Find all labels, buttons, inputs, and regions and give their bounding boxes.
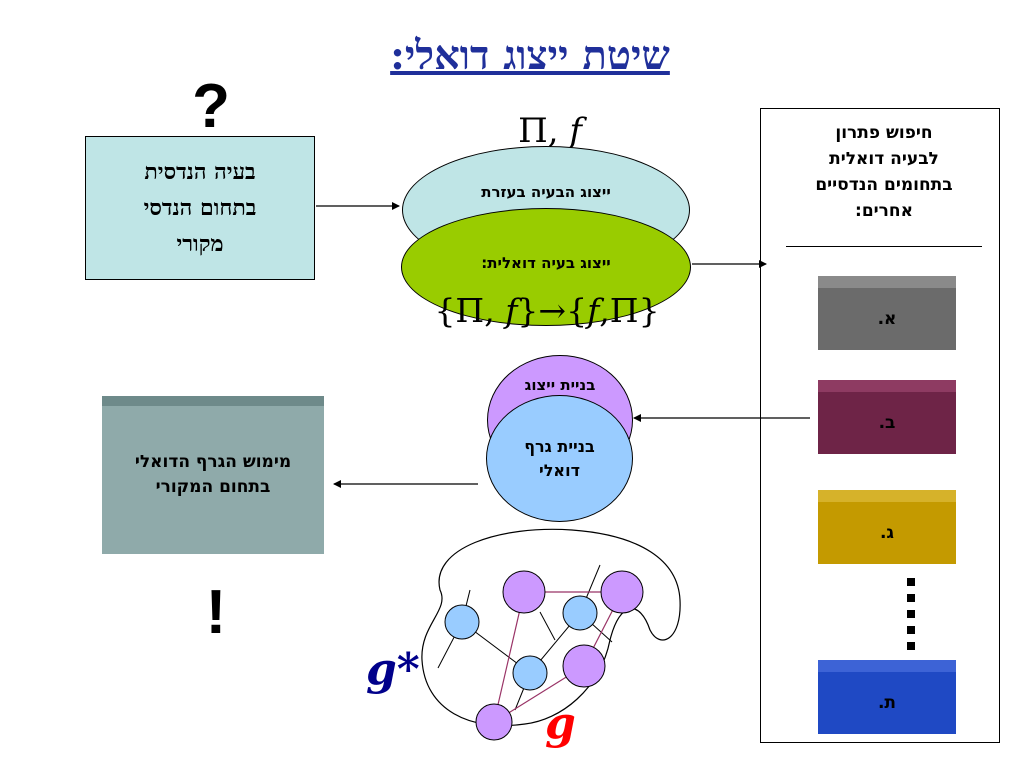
pi-f-label: Π, f xyxy=(505,108,595,154)
dual-implementation-text: מימוש הגרף הדואלי בתחום המקורי xyxy=(134,452,292,497)
dual-node xyxy=(512,655,548,691)
domain-label: ג. xyxy=(879,523,895,543)
dual-node xyxy=(562,595,598,631)
g-star-label: g* xyxy=(366,644,420,695)
build-dual-graph-circle: בניית גרף דואלי xyxy=(486,395,633,522)
question-mark: ? xyxy=(192,72,230,141)
dual-graph-nodes xyxy=(444,595,598,691)
primal-node xyxy=(600,570,644,614)
formula-part: { xyxy=(566,291,588,330)
search-panel xyxy=(760,108,1000,743)
f-symbol: f xyxy=(569,111,582,151)
primal-graph-nodes xyxy=(475,570,644,741)
dual-node xyxy=(444,604,480,640)
formula-part: f xyxy=(505,291,518,330)
primal-node xyxy=(475,703,513,741)
formula-part: {Π, xyxy=(434,291,495,330)
formula-arrow: → xyxy=(538,291,567,330)
domain-block-a: א. xyxy=(818,276,956,350)
box-top-edge xyxy=(102,396,324,406)
page-title: שיטת ייצוג דואלי: xyxy=(390,32,670,79)
primal-node xyxy=(502,570,546,614)
g-label: g xyxy=(545,698,576,749)
primal-node xyxy=(562,644,606,688)
search-panel-title: חיפוש פתרון לבעיה דואלית בתחומים הנדסיים… xyxy=(815,123,953,221)
block-top-edge xyxy=(818,660,956,672)
transform-formula: {Π, f}→{f,Π} xyxy=(392,288,702,334)
domain-block-c: ג. xyxy=(818,490,956,564)
domain-label: א. xyxy=(877,309,897,329)
block-top-edge xyxy=(818,490,956,502)
block-top-edge xyxy=(818,276,956,288)
original-problem-box: בעיה הנדסית בתחום הנדסי מקורי xyxy=(85,136,315,280)
formula-part: } xyxy=(517,291,539,330)
domain-label: ת. xyxy=(877,693,897,713)
exclamation-mark: ! xyxy=(205,578,227,647)
dual-representation-ellipse: ייצוג בעיה דואלית: xyxy=(401,208,691,326)
domain-label: ב. xyxy=(878,413,896,433)
formula-part: f xyxy=(587,291,600,330)
block-top-edge xyxy=(818,380,956,392)
dual-implementation-box: מימוש הגרף הדואלי בתחום המקורי xyxy=(102,396,324,554)
formula-part: ,Π} xyxy=(599,291,660,330)
domain-block-b: ב. xyxy=(818,380,956,454)
ellipsis-dots xyxy=(907,578,915,650)
domain-block-t: ת. xyxy=(818,660,956,734)
pi-symbol: Π, xyxy=(518,111,559,151)
search-panel-divider xyxy=(786,246,982,247)
